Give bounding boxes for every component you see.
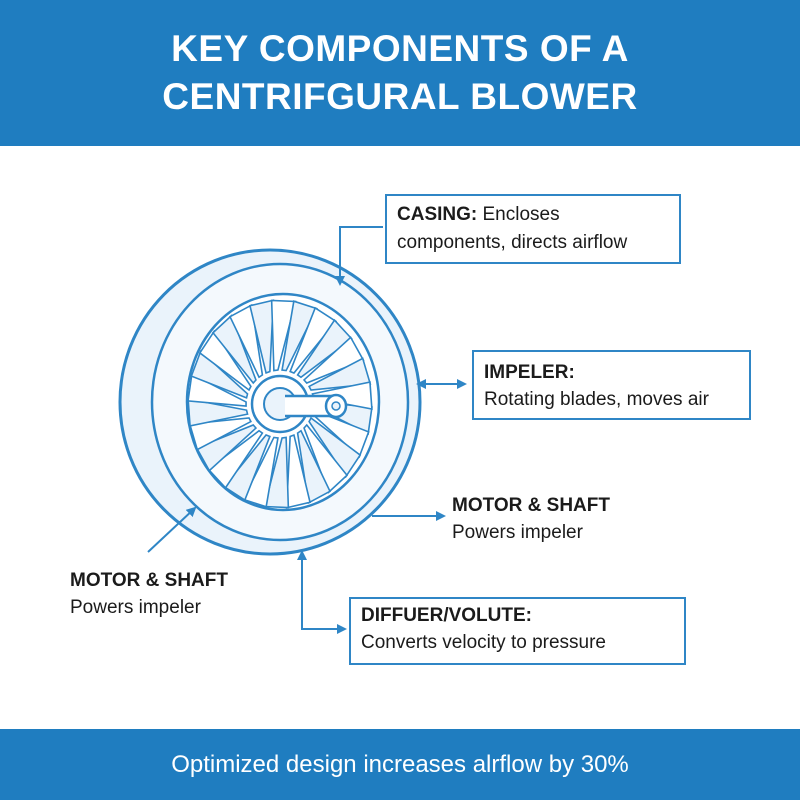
casing-desc-1: Encloses — [477, 204, 560, 225]
casing-desc-2: components, directs airflow — [397, 232, 628, 253]
motor-left-desc: Powers impeler — [70, 597, 201, 618]
diffuser-title: DIFFUER/VOLUTE: — [361, 605, 532, 626]
impeller-callout-box — [472, 350, 751, 420]
motor-left-title: MOTOR & SHAFT — [70, 570, 228, 591]
motor-right-desc: Powers impeler — [452, 522, 583, 543]
impeller-desc: Rotating blades, moves air — [484, 389, 709, 410]
title-line-1: KEY COMPONENTS OF A — [171, 28, 629, 69]
footer-banner: Optimized design increases alrflow by 30… — [0, 729, 800, 800]
motor-right-title: MOTOR & SHAFT — [452, 495, 610, 516]
shaft-bore — [331, 401, 341, 411]
header-banner: KEY COMPONENTS OF A CENTRIFGURAL BLOWER — [0, 0, 800, 146]
impeller-title: IMPELER: — [484, 362, 575, 383]
casing-callout-text-1: CASING: Encloses — [397, 204, 560, 226]
diffuser-desc: Converts velocity to pressure — [361, 632, 606, 653]
casing-callout-box — [385, 194, 681, 264]
footer-text: Optimized design increases alrflow by 30… — [171, 750, 629, 778]
motor-left-arrow — [147, 506, 197, 553]
casing-arrow — [335, 226, 383, 286]
impeller-blades — [187, 299, 373, 509]
title-line-2: CENTRIFGURAL BLOWER — [162, 76, 638, 117]
diffuser-arrow — [301, 556, 347, 634]
blower-diagram — [118, 226, 467, 634]
casing-title: CASING: — [397, 204, 478, 225]
diffuser-callout-box — [349, 597, 686, 665]
